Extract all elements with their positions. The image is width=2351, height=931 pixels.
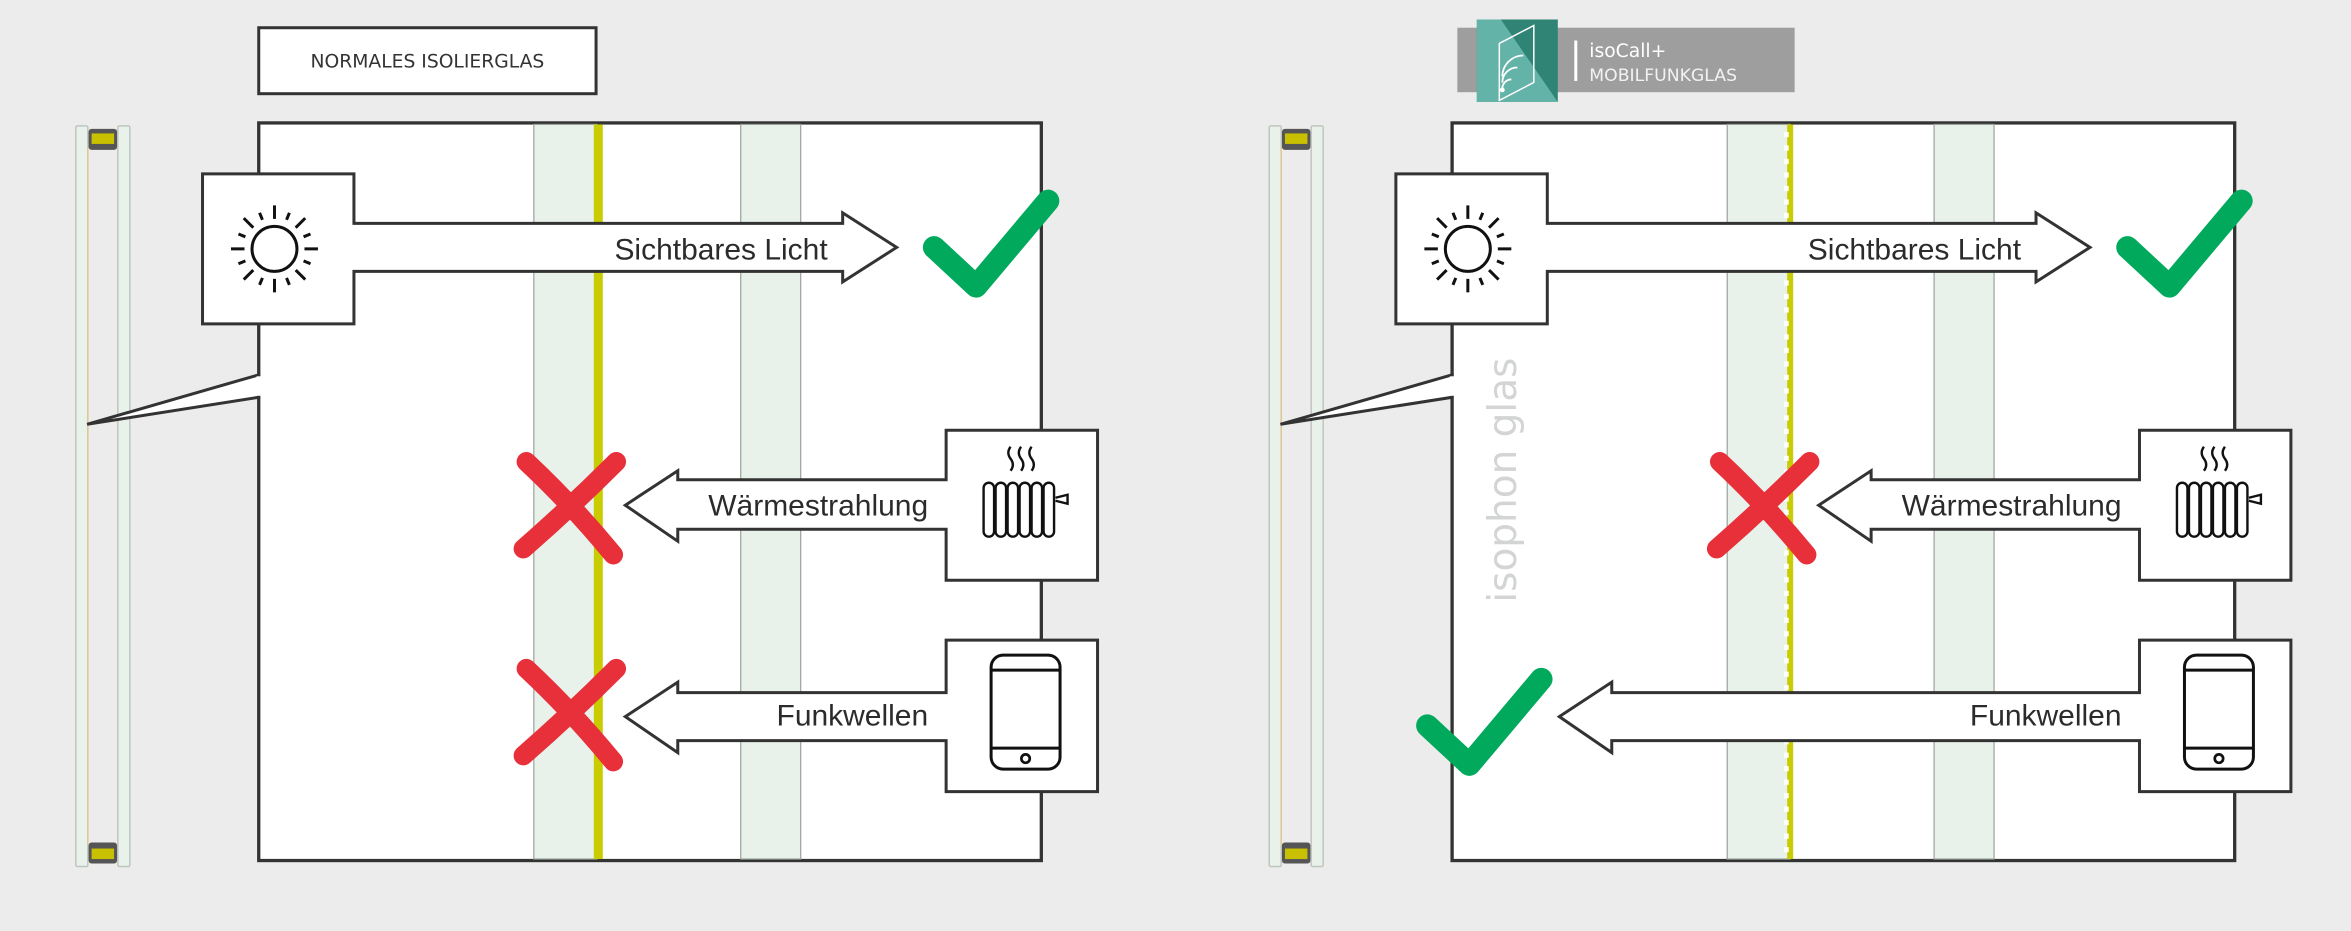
row-label: Sichtbares Licht [1808, 233, 2022, 266]
arrow-in [1394, 172, 2093, 326]
row-radio-waves: Funkwellen [513, 638, 1100, 794]
arrow-out [1556, 638, 2293, 794]
panel-title: NORMALES ISOLIERGLAS [311, 51, 545, 72]
smartphone-icon [2182, 653, 2255, 771]
row-radio-waves: Funkwellen [1416, 638, 2293, 794]
cross-icon [1706, 452, 1820, 565]
cross-icon [513, 452, 627, 565]
isocall-logo-icon [1476, 19, 1558, 102]
row-label: Wärmestrahlung [708, 490, 928, 523]
brand-name: isoCall+ [1589, 41, 1666, 62]
checkmark-icon [922, 189, 1060, 298]
row-heat-radiation: Wärmestrahlung [1706, 428, 2293, 582]
checkmark-icon [2116, 189, 2253, 298]
row-label: Wärmestrahlung [1902, 490, 2122, 523]
smartphone-icon [989, 653, 1062, 771]
radiator-icon [2175, 446, 2263, 538]
row-label: Sichtbares Licht [614, 233, 828, 266]
row-visible-light: Sichtbares Licht [201, 172, 1060, 326]
sun-icon [231, 205, 318, 293]
row-visible-light: Sichtbares Licht [1394, 172, 2253, 326]
brand-subtitle: MOBILFUNKGLAS [1589, 66, 1737, 86]
panel-normal-glass: NORMALES ISOLIERGLAS [257, 26, 598, 96]
row-heat-radiation: Wärmestrahlung [513, 428, 1100, 582]
title-box: NORMALES ISOLIERGLAS [257, 26, 598, 96]
brand-logo: isoCall+ MOBILFUNKGLAS [1457, 19, 1795, 102]
arrow-in [201, 172, 900, 326]
cross-icon [513, 658, 627, 772]
arrow-out [622, 428, 1100, 582]
radiator-icon [982, 446, 1069, 538]
row-label: Funkwellen [1970, 700, 2122, 733]
watermark-text: isophon glas [1481, 358, 1526, 603]
row-label: Funkwellen [777, 700, 929, 733]
glass-profile-section [1268, 125, 1324, 868]
glass-profile-section [75, 125, 131, 868]
checkmark-icon [1416, 667, 1553, 776]
sun-icon [1424, 205, 1512, 293]
arrow-out [1815, 428, 2293, 582]
arrow-out [622, 638, 1100, 794]
